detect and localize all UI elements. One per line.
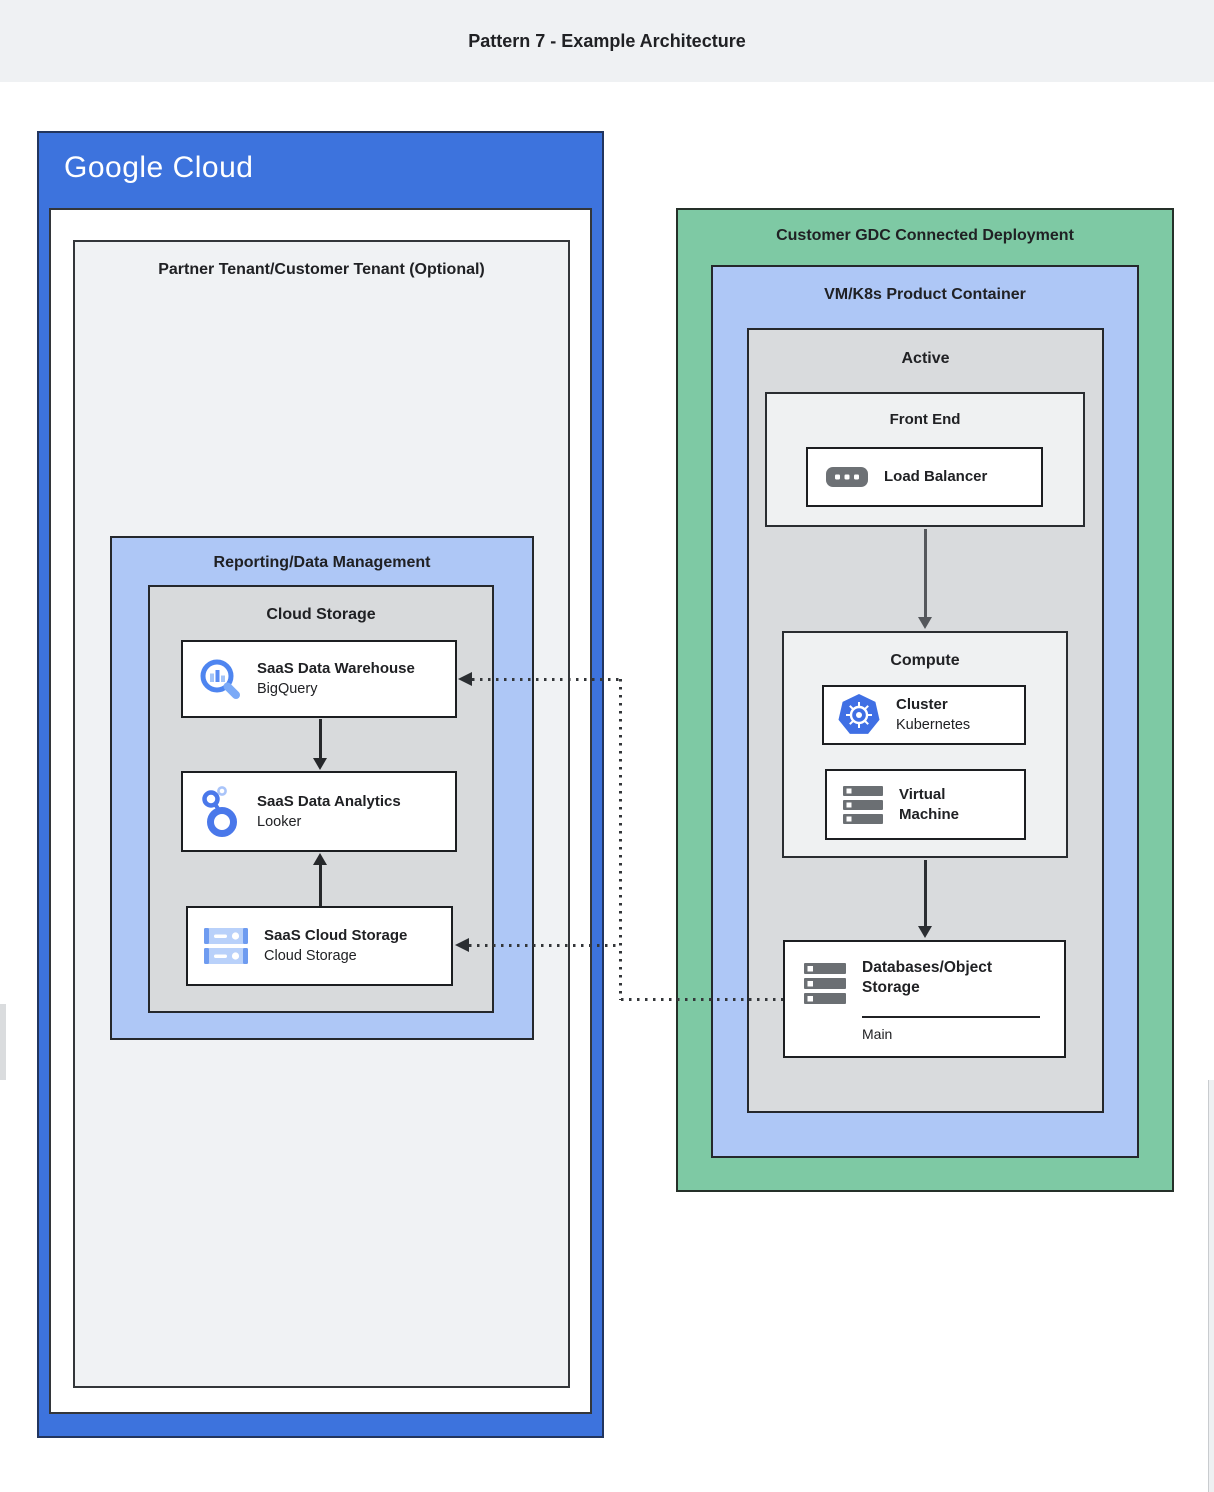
card-saas-data-analytics: SaaS Data Analytics Looker [181,771,457,852]
card-subtitle: Cloud Storage [264,948,357,964]
dotted-arrowhead-left-icon [455,938,469,952]
arrow-compute-to-database [924,860,927,927]
kubernetes-icon [836,693,882,737]
card-label-main: Main [862,1026,893,1042]
card-subtitle: Looker [257,813,302,830]
card-subtitle: BigQuery [257,681,318,697]
card-title: SaaS Data Analytics [257,792,401,810]
dotted-arrowhead-left-icon [458,672,472,686]
title-bar: Pattern 7 - Example Architecture [0,0,1214,82]
arrow-warehouse-to-analytics [319,719,322,760]
dotted-line-database-to-warehouse [472,678,621,681]
virtual-machine-icon [841,785,885,825]
storage-server-icon [802,962,848,1011]
card-load-balancer: Load Balancer [806,447,1043,507]
dotted-line-database-to-storage [469,944,621,947]
google-cloud-logo: Google Cloud [64,151,254,184]
front-end-title: Front End [889,411,961,428]
reporting-title: Reporting/Data Management [213,554,431,571]
active-title: Active [901,350,950,367]
gdc-title: Customer GDC Connected Deployment [776,227,1074,244]
card-virtual-machine: Virtual Machine [825,769,1026,840]
cloud-storage-icon [202,926,250,966]
dotted-line-from-database [621,998,783,1001]
arrowhead-up-icon [313,853,327,865]
card-subtitle: Kubernetes [896,717,971,733]
compute-title: Compute [890,652,960,669]
card-title: Load Balancer [884,468,988,485]
partner-tenant-title: Partner Tenant/Customer Tenant (Optional… [158,261,485,278]
arrowhead-down-icon [918,926,932,938]
page-edge-artifact-left [0,1004,6,1080]
card-title: Virtual Machine [899,785,960,823]
bigquery-icon [197,656,243,702]
card-saas-data-warehouse: SaaS Data Warehouse BigQuery [181,640,457,718]
arrow-frontend-to-compute [924,529,927,618]
card-title: Databases/Object Storage [862,959,993,996]
arrowhead-down-icon [313,758,327,770]
card-saas-cloud-storage: SaaS Cloud Storage Cloud Storage [186,906,453,986]
arrowhead-down-icon [918,617,932,629]
page-title: Pattern 7 - Example Architecture [468,31,746,51]
dotted-line-vertical [619,679,622,1000]
arrow-storage-to-analytics [319,863,322,906]
vm-k8s-title: VM/K8s Product Container [824,286,1026,303]
page-edge-artifact-right [1208,1080,1214,1492]
card-title: SaaS Cloud Storage [264,927,408,944]
card-title: Cluster [896,696,948,713]
card-title: SaaS Data Warehouse [257,660,415,677]
card-cluster: Cluster Kubernetes [822,685,1026,745]
looker-icon [197,785,243,838]
cloud-storage-group-title: Cloud Storage [266,606,376,623]
card-databases-object-storage: Databases/Object Storage Main [783,940,1066,1058]
load-balancer-icon [826,466,868,488]
divider [862,1016,1040,1018]
